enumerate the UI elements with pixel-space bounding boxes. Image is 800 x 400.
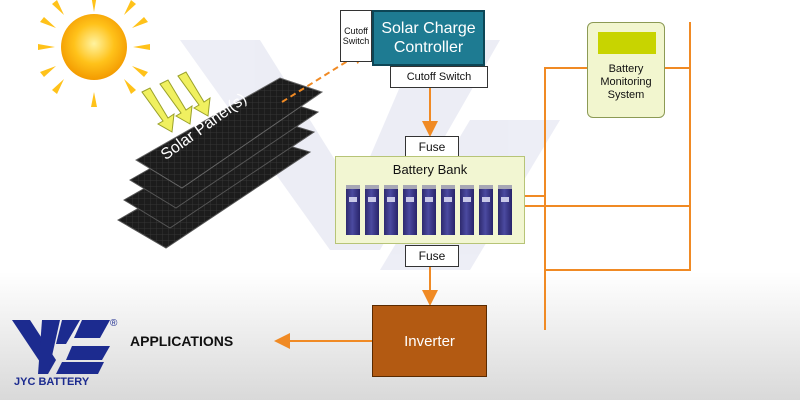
jyc-logo-icon <box>12 320 110 374</box>
battery-cell-icon <box>498 185 512 235</box>
bms-wiring <box>525 22 691 330</box>
battery-cell-icon <box>365 185 379 235</box>
battery-cell-icon <box>422 185 436 235</box>
bms-label: Battery Monitoring System <box>588 63 664 102</box>
panel-to-controller-arrow <box>281 48 368 103</box>
fuse-bottom: Fuse <box>405 245 459 267</box>
cutoff-side-line1: Cutoff <box>344 26 368 36</box>
battery-cell-icon <box>441 185 455 235</box>
solar-charge-controller: Solar Charge Controller <box>372 10 485 66</box>
battery-bank-title: Battery Bank <box>392 162 468 177</box>
battery-cell-icon <box>479 185 493 235</box>
applications-label: APPLICATIONS <box>130 333 234 349</box>
bms-label-line1: Battery <box>608 63 644 75</box>
battery-monitoring-system: Battery Monitoring System <box>587 22 665 118</box>
brand-name: JYC BATTERY <box>14 376 90 388</box>
bms-label-line2: Monitoring <box>600 76 652 88</box>
solar-panels-icon <box>116 77 324 249</box>
battery-cell-icon <box>460 185 474 235</box>
sun-rays-icon <box>38 0 150 107</box>
controller-label-line2: Controller <box>393 39 464 56</box>
cutoff-side-line2: Switch <box>342 36 370 46</box>
bms-display-icon <box>598 32 656 54</box>
controller-label-line1: Solar Charge <box>381 20 476 37</box>
inverter: Inverter <box>372 305 487 377</box>
battery-cell-icon <box>384 185 398 235</box>
battery-bank: Battery Bank <box>335 156 525 244</box>
fuse-top: Fuse <box>405 136 459 158</box>
bms-label-line3: System <box>607 89 645 101</box>
cutoff-switch-bottom: Cutoff Switch <box>390 66 488 88</box>
sun-icon <box>61 14 127 80</box>
registered-mark: ® <box>110 318 118 329</box>
cutoff-switch-side: Cutoff Switch <box>340 10 372 62</box>
sunlight-arrows-icon <box>141 71 211 133</box>
battery-cell-icon <box>346 185 360 235</box>
battery-cell-icon <box>403 185 417 235</box>
